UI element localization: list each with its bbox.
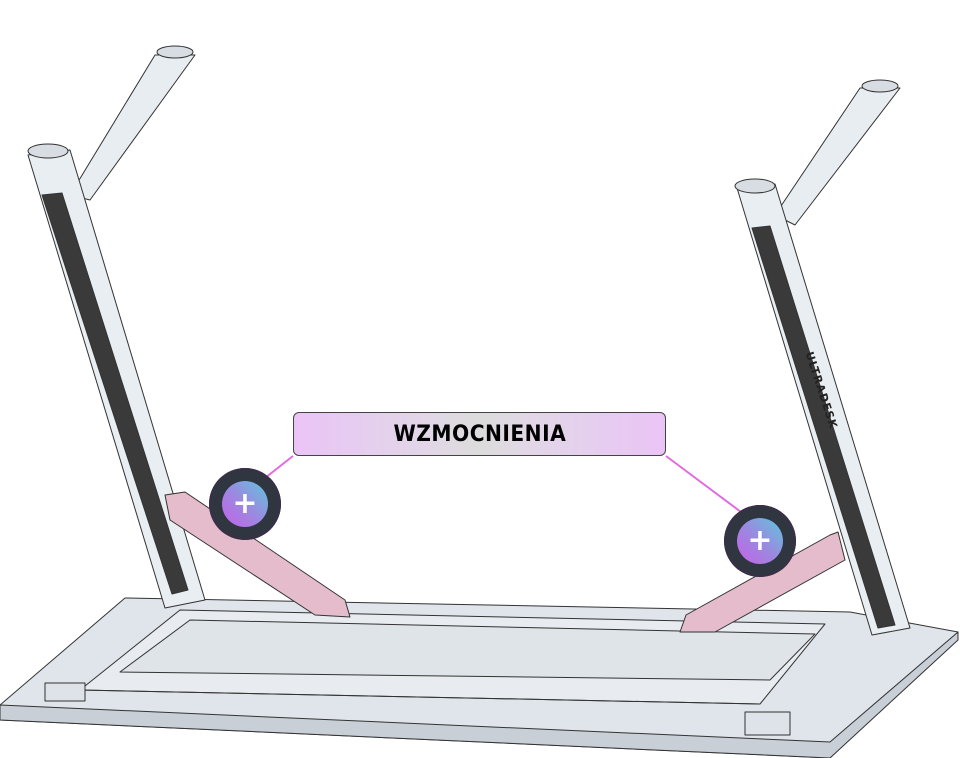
left-hotspot-button[interactable]: + <box>209 468 281 540</box>
callout-label-text: WZMOCNIENIA <box>393 421 566 447</box>
right-hotspot-button[interactable]: + <box>724 505 796 577</box>
plus-icon: + <box>222 481 268 527</box>
plus-icon: + <box>737 518 783 564</box>
left-reinforcement-bracket <box>164 491 351 618</box>
right-reinforcement-bracket <box>679 531 846 633</box>
callout-label: WZMOCNIENIA <box>293 412 666 456</box>
